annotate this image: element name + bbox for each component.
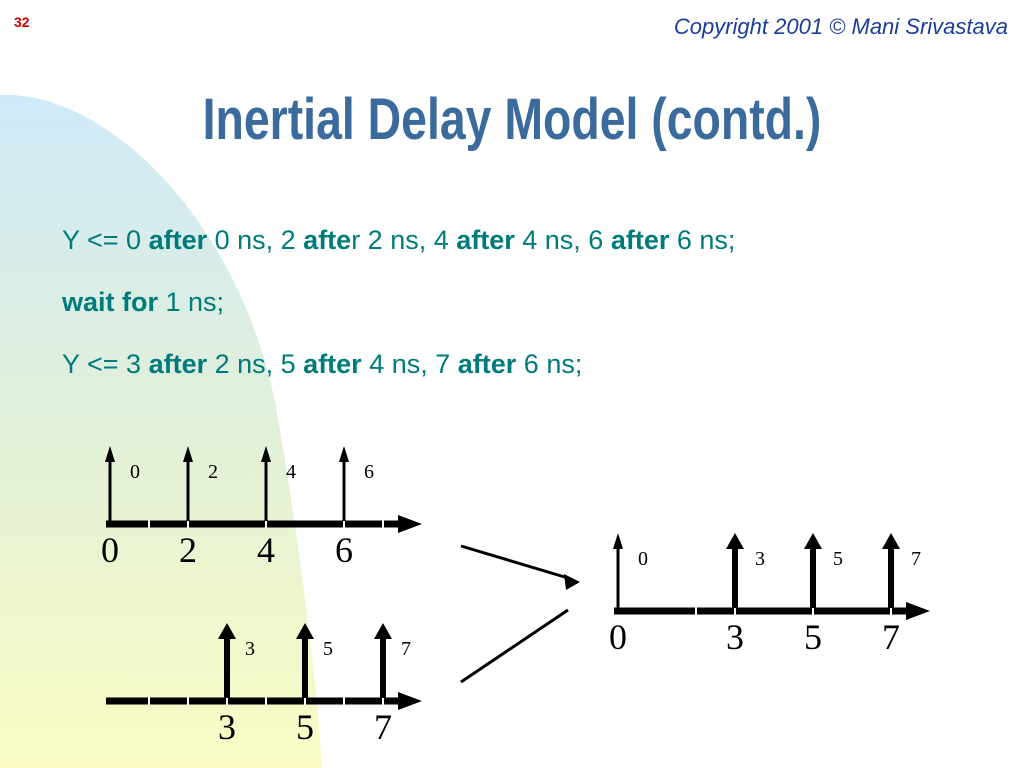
waveform2-axis-arrow	[398, 692, 422, 710]
code-text: 6 ns;	[669, 225, 736, 255]
waveform1-event-value: 0	[130, 461, 140, 483]
waveform1-axis-label: 0	[101, 530, 119, 570]
slide-number: 32	[14, 14, 30, 30]
result-event-arrow-head	[613, 533, 623, 549]
result-event-value: 0	[638, 548, 648, 570]
waveform1-event-arrow-head	[261, 446, 271, 462]
waveform1-axis-label: 4	[257, 530, 275, 570]
result-axis-label: 5	[804, 617, 822, 657]
result-event-value: 5	[833, 548, 843, 570]
waveform2-event-value: 7	[401, 638, 411, 660]
waveform1-event-arrow-head	[339, 446, 349, 462]
waveform1-event-arrow-head	[183, 446, 193, 462]
merge-line-upper	[460, 544, 569, 580]
waveform2-event-arrow-head	[296, 623, 314, 639]
copyright-notice: Copyright 2001 © Mani Srivastava	[673, 14, 1008, 39]
code-text: 4 ns, 7	[361, 349, 458, 379]
result-event-arrow-head	[882, 533, 900, 549]
merge-line-lower	[460, 608, 569, 684]
code-text: 4 ns, 6	[514, 225, 611, 255]
waveform2-axis-label: 7	[374, 707, 392, 747]
merge-arrow-head	[564, 574, 580, 590]
waveform2-event-arrow-head	[218, 623, 236, 639]
result-event-value: 3	[755, 548, 765, 570]
code-text: 6 ns;	[516, 349, 583, 379]
code-keyword: after	[457, 349, 517, 379]
code-keyword: wait for	[62, 287, 159, 317]
waveform2-event-arrow-head	[374, 623, 392, 639]
code-text: Y <= 3	[62, 349, 149, 379]
code-text: 1 ns;	[158, 287, 225, 317]
code-keyword: after	[610, 225, 670, 255]
waveform2-axis-label: 3	[218, 707, 236, 747]
waveform1-axis-label: 2	[179, 530, 197, 570]
code-line-3: Y <= 3 after 2 ns, 5 after 4 ns, 7 after…	[62, 349, 582, 380]
waveform1-event-value: 2	[208, 461, 218, 483]
waveform1-axis-label: 6	[335, 530, 353, 570]
code-keyword: after	[303, 349, 362, 379]
waveform1-event-value: 4	[286, 461, 296, 483]
code-text: 0 ns, 2	[207, 225, 304, 255]
waveform1-axis-arrow	[398, 515, 422, 533]
result-event-arrow-head	[804, 533, 822, 549]
slide-title: Inertial Delay Model (contd.)	[202, 87, 822, 152]
result-axis-label: 3	[726, 617, 744, 657]
background-swoosh	[0, 94, 322, 768]
result-event-arrow-head	[726, 533, 744, 549]
result-axis-label: 7	[882, 617, 900, 657]
code-line-1: Y <= 0 after 0 ns, 2 after 2 ns, 4 after…	[62, 225, 735, 256]
waveform1-event-arrow-head	[105, 446, 115, 462]
waveform2-axis-label: 5	[296, 707, 314, 747]
waveform2-event-value: 5	[323, 638, 333, 660]
code-keyword: after	[148, 349, 208, 379]
code-text: r 2 ns, 4	[351, 225, 457, 255]
waveform2-event-value: 3	[245, 638, 255, 660]
code-text: Y <= 0	[62, 225, 149, 255]
code-line-2: wait for 1 ns;	[62, 287, 224, 318]
waveform1-event-value: 6	[364, 461, 374, 483]
code-keyword: after	[456, 225, 515, 255]
result-event-value: 7	[911, 548, 921, 570]
result-axis-arrow	[906, 602, 930, 620]
code-keyword: afte	[303, 225, 352, 255]
result-axis-label: 0	[609, 617, 627, 657]
code-text: 2 ns, 5	[207, 349, 304, 379]
code-keyword: after	[148, 225, 208, 255]
